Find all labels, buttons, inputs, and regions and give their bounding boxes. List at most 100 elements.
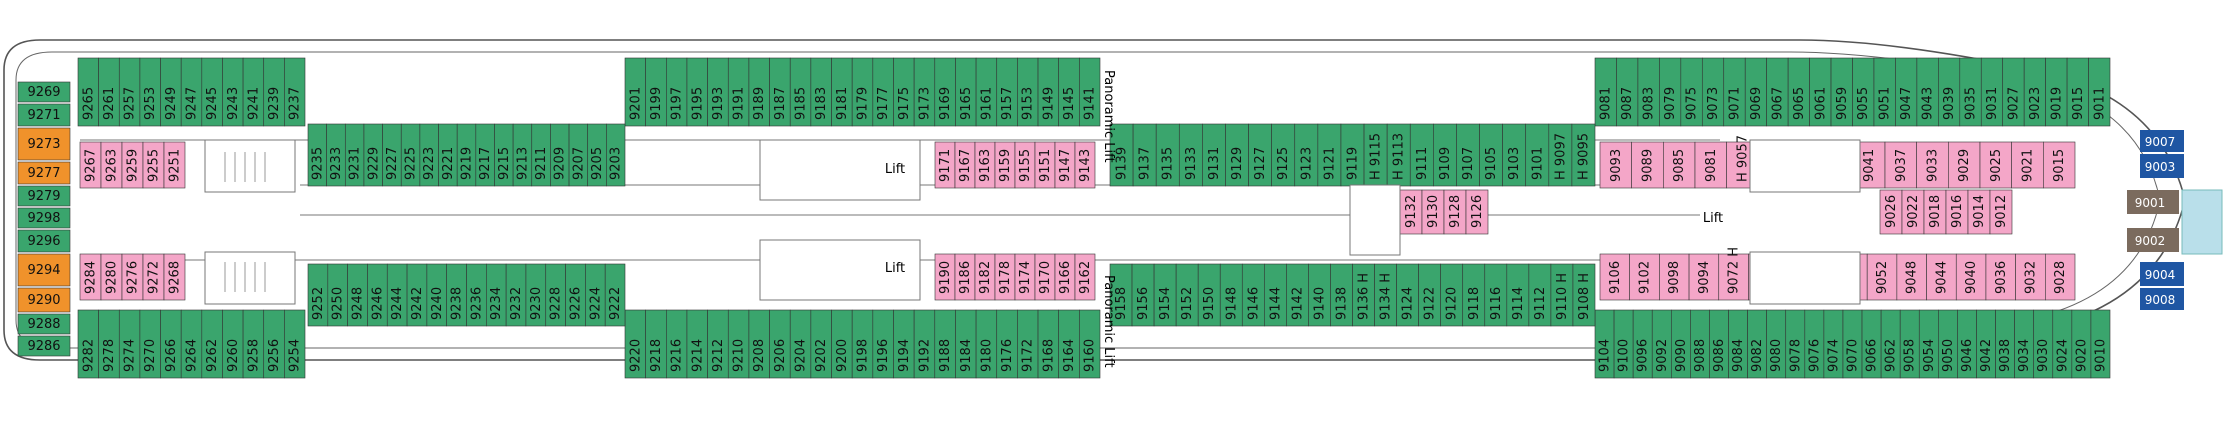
cabin-9102[interactable] bbox=[1629, 253, 1660, 301]
cabin-number: 9171 bbox=[938, 149, 953, 182]
cabin-number: 9273 bbox=[27, 137, 60, 152]
cabin-number: 9081 bbox=[1599, 87, 1614, 120]
cabin-number: 9217 bbox=[478, 147, 493, 180]
cabin-number: 9271 bbox=[27, 108, 60, 123]
cabin-9028[interactable] bbox=[2045, 253, 2076, 301]
cabin-9237[interactable] bbox=[284, 57, 306, 127]
cabin-number: 9104 bbox=[1598, 339, 1613, 372]
cabin-number: 9252 bbox=[311, 287, 326, 320]
cabin-number: 9118 bbox=[1467, 287, 1482, 320]
cabin-9254[interactable] bbox=[284, 309, 306, 379]
cabin-number: 9018 bbox=[1928, 195, 1943, 228]
cabin-9021[interactable] bbox=[2011, 141, 2044, 189]
cabin-9012[interactable] bbox=[1989, 189, 2013, 235]
cabin-9040[interactable] bbox=[1955, 253, 1987, 301]
cabin-H-9095[interactable] bbox=[1571, 123, 1596, 187]
cabin-number: 9270 bbox=[143, 339, 158, 372]
cabin-9003[interactable] bbox=[2140, 154, 2184, 178]
cabin-number: 9132 bbox=[1404, 195, 1419, 228]
cabin-number: 9029 bbox=[1957, 149, 1972, 182]
cabin-9222[interactable] bbox=[604, 263, 626, 327]
cabin-number: 9162 bbox=[1078, 261, 1093, 294]
cabin-9298[interactable] bbox=[17, 207, 71, 229]
cabin-number: 9264 bbox=[185, 339, 200, 372]
cabin-9093[interactable] bbox=[1599, 141, 1632, 189]
cabin-9004[interactable] bbox=[2140, 262, 2184, 286]
cabin-9126[interactable] bbox=[1465, 189, 1489, 235]
cabin-9032[interactable] bbox=[2015, 253, 2046, 301]
cabin-9094[interactable] bbox=[1688, 253, 1720, 301]
cabin-number: 9021 bbox=[2021, 149, 2036, 182]
cabin-number: 9083 bbox=[1642, 87, 1657, 120]
cabin-9011[interactable] bbox=[2088, 57, 2111, 127]
cabin-number: 9014 bbox=[1972, 195, 1987, 228]
cabin-number: 9250 bbox=[331, 287, 346, 320]
cabin-9081[interactable] bbox=[1694, 141, 1727, 189]
sun-deck-area bbox=[2181, 189, 2223, 255]
cabin-number: 9185 bbox=[794, 87, 809, 120]
cabin-number: 9192 bbox=[917, 339, 932, 372]
cabin-number: 9193 bbox=[711, 87, 726, 120]
cabin-9037[interactable] bbox=[1884, 141, 1917, 189]
cabin-9290[interactable] bbox=[17, 287, 71, 313]
cabin-number: 9141 bbox=[1083, 87, 1098, 120]
cabin-9273[interactable] bbox=[17, 127, 71, 161]
cabin-9036[interactable] bbox=[1985, 253, 2016, 301]
cabin-9098[interactable] bbox=[1659, 253, 1690, 301]
cabin-9007[interactable] bbox=[2140, 130, 2184, 152]
cabin-number: 9261 bbox=[102, 87, 117, 120]
cabin-number: 9272 bbox=[147, 261, 162, 294]
cabin-number: 9036 bbox=[1994, 261, 2009, 294]
cabin-9296[interactable] bbox=[17, 229, 71, 253]
cabin-number: 9106 bbox=[1608, 261, 1623, 294]
cabin-number: 9155 bbox=[1018, 149, 1033, 182]
cabin-9052[interactable] bbox=[1866, 253, 1898, 301]
cabin-9106[interactable] bbox=[1599, 253, 1630, 301]
cabin-number: 9087 bbox=[1620, 87, 1635, 120]
cabin-number: 9184 bbox=[959, 339, 974, 372]
cabin-9203[interactable] bbox=[606, 123, 626, 187]
cabin-number: 9010 bbox=[2093, 339, 2108, 372]
cabin-9029[interactable] bbox=[1948, 141, 1981, 189]
cabin-9001[interactable] bbox=[2127, 190, 2179, 214]
cabin-number: 9070 bbox=[1846, 339, 1861, 372]
cabin-number: 9224 bbox=[588, 287, 603, 320]
cabin-9251[interactable] bbox=[163, 141, 186, 189]
cabin-9271[interactable] bbox=[17, 103, 71, 127]
cabin-9108-H[interactable] bbox=[1572, 263, 1596, 327]
cabin-9015[interactable] bbox=[2043, 141, 2076, 189]
cabin-9048[interactable] bbox=[1896, 253, 1927, 301]
cabin-9268[interactable] bbox=[163, 253, 186, 301]
cabin-9085[interactable] bbox=[1663, 141, 1696, 189]
cabin-number: 9096 bbox=[1636, 339, 1651, 372]
cabin-number: 9246 bbox=[370, 287, 385, 320]
cabin-9288[interactable] bbox=[17, 313, 71, 335]
cabin-number: 9125 bbox=[1276, 147, 1291, 180]
cabin-number: 9268 bbox=[168, 261, 183, 294]
cabin-9089[interactable] bbox=[1631, 141, 1664, 189]
cabin-9072-H[interactable] bbox=[1718, 253, 1749, 301]
cabin-9143[interactable] bbox=[1074, 141, 1096, 189]
cabin-9008[interactable] bbox=[2140, 288, 2184, 310]
cabin-9002[interactable] bbox=[2127, 228, 2179, 252]
cabin-number: 9085 bbox=[1672, 149, 1687, 182]
cabin-9025[interactable] bbox=[1979, 141, 2012, 189]
cabin-9162[interactable] bbox=[1074, 253, 1096, 301]
cabin-9279[interactable] bbox=[17, 185, 71, 207]
cabin-9294[interactable] bbox=[17, 253, 71, 287]
cabin-9160[interactable] bbox=[1079, 309, 1101, 379]
cabin-9269[interactable] bbox=[17, 81, 71, 103]
cabin-number: 9238 bbox=[450, 287, 465, 320]
cabin-number: 9254 bbox=[288, 339, 303, 372]
cabin-number: 9015 bbox=[2071, 87, 2086, 120]
cabin-9277[interactable] bbox=[17, 161, 71, 185]
cabin-number: 9151 bbox=[1038, 149, 1053, 182]
cabin-number: 9052 bbox=[1875, 261, 1890, 294]
cabin-number: 9218 bbox=[649, 339, 664, 372]
cabin-9033[interactable] bbox=[1916, 141, 1949, 189]
cabin-number: 9167 bbox=[958, 149, 973, 182]
cabin-9141[interactable] bbox=[1079, 57, 1101, 127]
cabin-9010[interactable] bbox=[2090, 309, 2111, 379]
cabin-9286[interactable] bbox=[17, 335, 71, 357]
cabin-number: 9067 bbox=[1770, 87, 1785, 120]
